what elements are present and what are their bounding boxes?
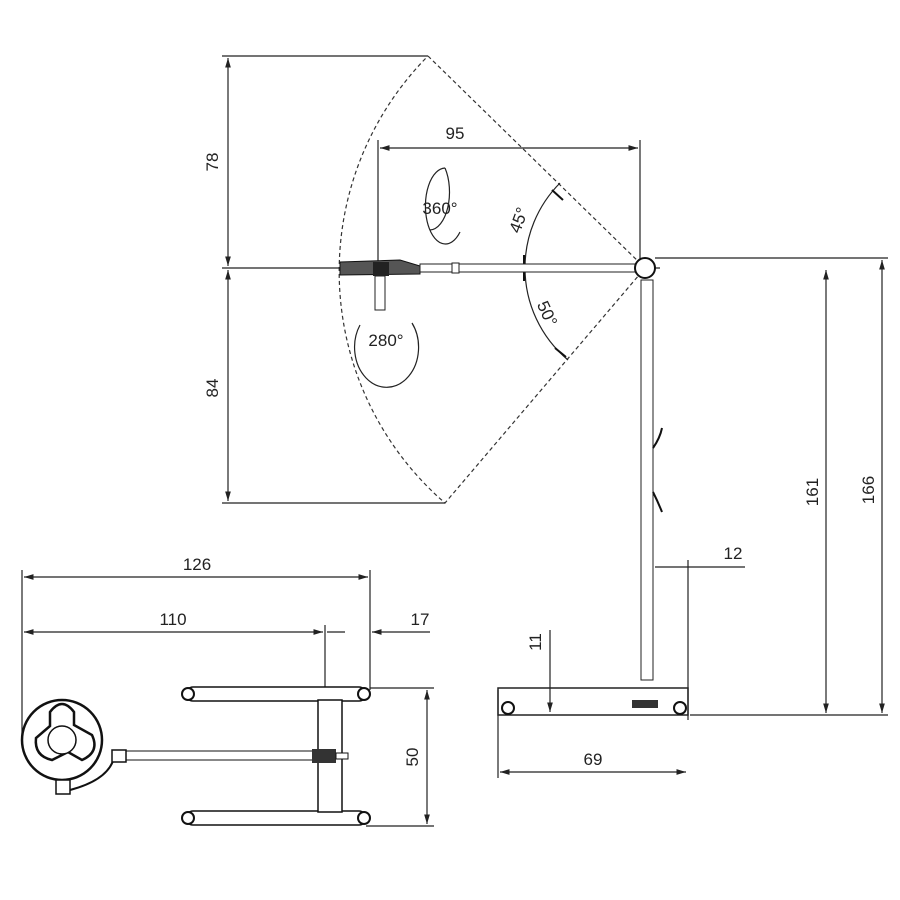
wheel <box>357 811 371 825</box>
dim-lower-reach: 84 <box>203 379 222 398</box>
swivel-280-arrow-icon <box>354 322 420 388</box>
dim-upper-reach: 78 <box>203 153 222 172</box>
wheel <box>673 701 687 715</box>
hook <box>652 491 663 513</box>
dim-base-height: 11 <box>526 633 545 651</box>
dim-total-height: 166 <box>859 476 878 504</box>
rotation-360-arrow-icon <box>424 167 461 245</box>
head-clamp <box>373 262 389 276</box>
angle-tick <box>554 347 567 358</box>
top-view: 126 110 17 50 <box>20 555 434 827</box>
dim-head-rotation: 360° <box>422 199 457 218</box>
dim-total-length: 126 <box>183 555 211 574</box>
arm-joint <box>451 262 460 274</box>
dim-pole-offset: 12 <box>724 544 743 563</box>
head-stem <box>374 275 386 311</box>
dim-arm-length: 95 <box>446 124 465 143</box>
wheel <box>501 701 515 715</box>
pole <box>640 279 654 681</box>
reach-sector <box>338 55 646 504</box>
dim-base-overhang: 17 <box>411 610 430 629</box>
arm-clamp <box>312 749 336 763</box>
base <box>497 687 689 716</box>
dim-base-depth: 50 <box>403 748 422 767</box>
dim-tilt-up: 45° <box>506 205 533 236</box>
angle-arc-45 <box>524 182 561 269</box>
clamp-knob <box>335 752 349 760</box>
dim-pole-height: 161 <box>803 478 822 506</box>
base-foot <box>632 700 658 708</box>
side-view: 78 84 95 45° 50° 360° 280° <box>203 55 888 778</box>
rotation-360-arrow-icon <box>429 167 451 231</box>
wheel <box>357 687 371 701</box>
hook <box>652 427 663 449</box>
lamp-head-top <box>20 698 127 795</box>
angle-tick <box>551 189 564 201</box>
dim-head-swivel: 280° <box>368 331 403 350</box>
pivot-joint <box>634 257 656 279</box>
wheel <box>181 811 195 825</box>
dim-tilt-down: 50° <box>533 298 561 329</box>
dim-arm-length-top: 110 <box>159 610 186 629</box>
dim-base-width: 69 <box>584 750 603 769</box>
base-leg <box>185 810 367 826</box>
arm-top <box>124 750 326 761</box>
wheel <box>181 687 195 701</box>
base-leg <box>185 686 367 702</box>
